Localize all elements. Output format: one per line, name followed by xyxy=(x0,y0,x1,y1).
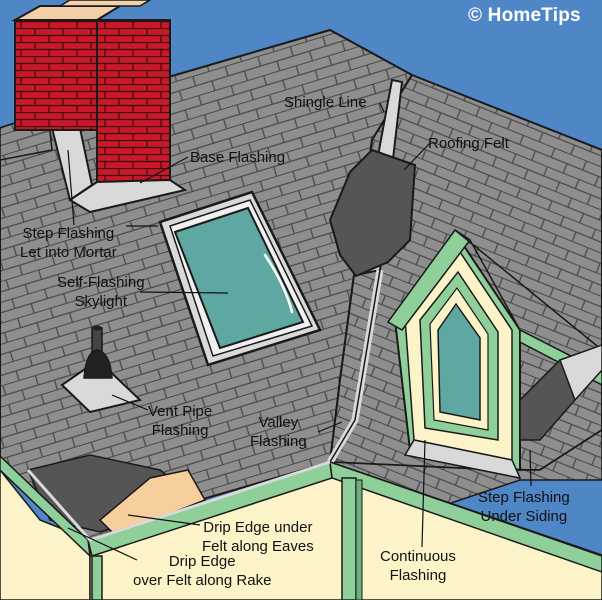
chimney-base-flashing xyxy=(68,178,188,214)
label-step-flashing-mortar: Step Flashing Let into Mortar xyxy=(20,225,117,261)
label-roofing-felt: Roofing Felt xyxy=(428,135,509,152)
label-vent-pipe-flashing: Vent Pipe Flashing xyxy=(148,403,213,439)
label-drip-edge-rake: Drip Edge over Felt along Rake xyxy=(133,553,272,589)
label-shingle-line: Shingle Line xyxy=(284,94,367,111)
label-continuous-flashing: Continuous Flashing xyxy=(380,548,456,584)
label-step-flashing-siding: Step Flashing Under Siding xyxy=(478,489,570,525)
dormer xyxy=(386,228,602,480)
chimney xyxy=(11,0,188,214)
leader-lines xyxy=(67,102,532,561)
label-self-flashing-skylight: Self-Flashing Skylight xyxy=(57,274,145,310)
label-drip-edge-eaves: Drip Edge under Felt along Eaves xyxy=(202,519,314,555)
label-base-flashing: Base Flashing xyxy=(190,149,286,166)
label-valley-flashing: Valley Flashing xyxy=(250,414,307,450)
house-wall xyxy=(0,454,602,600)
skylight xyxy=(158,190,322,367)
roofing-felt-patch xyxy=(328,148,417,278)
watermark: © HomeTips xyxy=(468,5,581,26)
